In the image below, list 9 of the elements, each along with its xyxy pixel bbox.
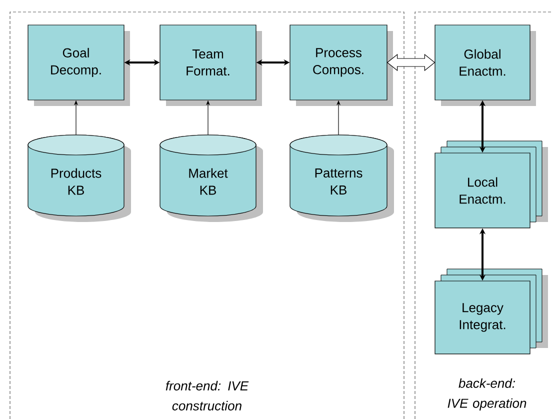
process-box: Goal Decomp. <box>28 24 130 106</box>
process-box: Team Format. <box>160 24 262 106</box>
stacked-box: Legacy Integrat. <box>434 268 548 354</box>
database-cylinder: Patterns KB <box>290 134 394 222</box>
stacked-box: Local Enactm. <box>434 140 548 228</box>
process-box: Global Enactm. <box>434 24 536 106</box>
database-cylinder: Products KB <box>28 134 131 222</box>
database-cylinder: Market KB <box>160 134 263 222</box>
process-box: Process Compos. <box>290 24 393 106</box>
